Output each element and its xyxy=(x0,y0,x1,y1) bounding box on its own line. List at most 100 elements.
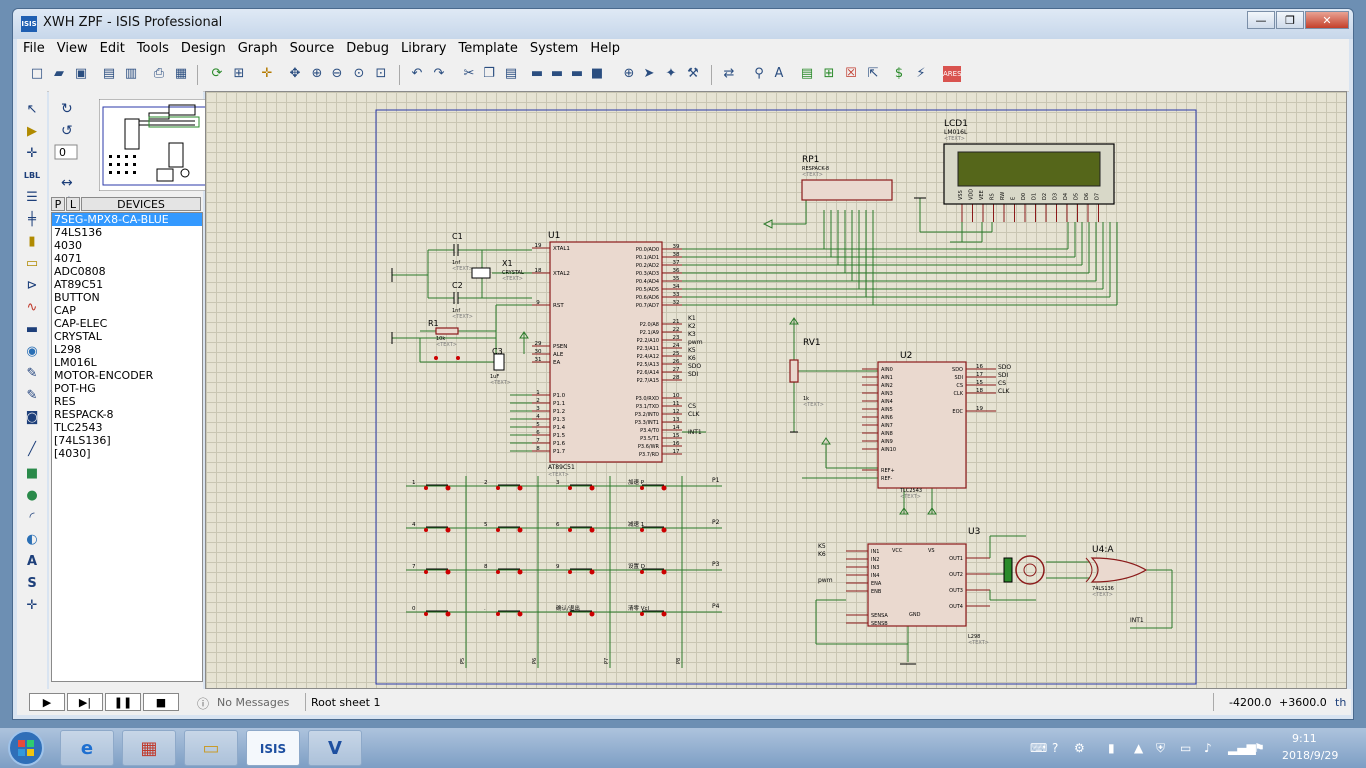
zoom-all-icon[interactable]: ⊙ xyxy=(353,66,365,81)
menu-file[interactable]: File xyxy=(23,41,45,56)
clock-date[interactable]: 2018/9/29 xyxy=(1282,749,1339,762)
close-button[interactable]: ✕ xyxy=(1305,11,1349,29)
winrar-icon[interactable]: ▦ xyxy=(122,730,176,766)
menu-tools[interactable]: Tools xyxy=(136,41,169,56)
virtual-instruments-icon[interactable]: ◙ xyxy=(25,410,39,425)
electrical-rule-check-icon[interactable]: ⚡ xyxy=(916,66,926,81)
new-sheet-icon[interactable]: ▤ xyxy=(800,66,814,81)
grid-toggle-icon[interactable]: ⊞ xyxy=(233,66,245,81)
marker-icon[interactable]: ✛ xyxy=(26,598,38,613)
zoom-area-icon[interactable]: ⊡ xyxy=(375,66,387,81)
device-item[interactable]: MOTOR-ENCODER xyxy=(54,369,154,382)
keil-uvision-icon[interactable]: V xyxy=(308,730,362,766)
menu-debug[interactable]: Debug xyxy=(346,41,390,56)
origin-icon[interactable]: ✛ xyxy=(261,66,273,81)
rotate-anticlockwise-icon[interactable]: ↺ xyxy=(61,123,73,139)
play-button[interactable]: ▶ xyxy=(29,693,65,711)
device-item[interactable]: LM016L xyxy=(54,356,97,369)
zoom-in-icon[interactable]: ⊕ xyxy=(311,66,323,81)
device-item[interactable]: CAP-ELEC xyxy=(54,317,108,330)
copy-icon[interactable]: ❐ xyxy=(483,66,495,81)
step-button[interactable]: ▶| xyxy=(67,693,103,711)
device-item[interactable]: L298 xyxy=(54,343,82,356)
pick-device-icon[interactable]: ⊕ xyxy=(623,66,635,81)
message-status[interactable]: No Messages xyxy=(217,696,290,709)
rotate-clockwise-icon[interactable]: ↻ xyxy=(61,101,73,117)
menu-design[interactable]: Design xyxy=(180,41,226,56)
device-item[interactable]: [74LS136] xyxy=(54,434,111,447)
menu-graph[interactable]: Graph xyxy=(237,41,278,56)
junction-dot-icon[interactable]: ✛ xyxy=(26,146,38,161)
stop-button[interactable]: ■ xyxy=(143,693,179,711)
device-item[interactable]: 74LS136 xyxy=(54,226,103,239)
bill-of-materials-icon[interactable]: $ xyxy=(894,66,904,81)
menu-library[interactable]: Library xyxy=(401,41,447,56)
block-copy-icon[interactable]: ▬ xyxy=(530,66,544,81)
device-item[interactable]: 4071 xyxy=(54,252,82,265)
save-icon[interactable]: ▣ xyxy=(74,66,88,81)
pause-button[interactable]: ❚❚ xyxy=(105,693,141,711)
usb-icon[interactable]: ▮ xyxy=(1108,741,1115,755)
current-probe-icon[interactable]: ✎ xyxy=(26,388,38,403)
keyboard-icon[interactable]: ⌨ xyxy=(1030,741,1047,755)
wire-autorouter-icon[interactable]: ⇄ xyxy=(723,66,735,81)
exit-to-parent-icon[interactable]: ⇱ xyxy=(867,66,879,81)
file-explorer-icon[interactable]: ▭ xyxy=(184,730,238,766)
import-section-icon[interactable]: ▤ xyxy=(102,66,116,81)
new-file-icon[interactable]: □ xyxy=(30,66,44,81)
pan-icon[interactable]: ✥ xyxy=(289,66,301,81)
path-icon[interactable]: ◐ xyxy=(26,532,38,547)
battery-icon[interactable]: ▭ xyxy=(1180,741,1191,755)
minimize-button[interactable]: — xyxy=(1247,11,1275,29)
subcircuit-icon[interactable]: ▮ xyxy=(28,234,36,249)
circle-icon[interactable]: ● xyxy=(26,488,38,503)
menu-edit[interactable]: Edit xyxy=(99,41,125,56)
menu-template[interactable]: Template xyxy=(458,41,518,56)
device-item[interactable]: RESPACK-8 xyxy=(54,408,114,421)
package-tool-icon[interactable]: ✦ xyxy=(665,66,677,81)
remove-sheet-icon[interactable]: ☒ xyxy=(845,66,857,81)
start-orb-icon[interactable] xyxy=(6,729,46,767)
block-delete-icon[interactable]: ■ xyxy=(590,66,604,81)
selection-mode-icon[interactable]: ↖ xyxy=(26,102,38,117)
graph-icon[interactable]: ∿ xyxy=(26,300,38,315)
component-mode-icon[interactable]: ▶ xyxy=(27,124,37,139)
line-icon[interactable]: ╱ xyxy=(28,442,36,457)
settings-icon[interactable]: ⚙ xyxy=(1074,741,1085,755)
menu-view[interactable]: View xyxy=(56,41,88,56)
undo-icon[interactable]: ↶ xyxy=(411,66,423,81)
cut-icon[interactable]: ✂ xyxy=(463,66,475,81)
internet-explorer-icon[interactable]: e xyxy=(60,730,114,766)
network-icon[interactable]: ▂▄▆ xyxy=(1227,741,1256,755)
help-icon[interactable]: ? xyxy=(1052,741,1058,755)
decompose-icon[interactable]: ⚒ xyxy=(687,66,699,81)
device-item[interactable]: CAP xyxy=(54,304,76,317)
redo-icon[interactable]: ↷ xyxy=(433,66,445,81)
show-hidden-icons-icon[interactable]: ▲ xyxy=(1134,741,1144,755)
open-folder-icon[interactable]: ▰ xyxy=(54,66,64,81)
device-item[interactable]: BUTTON xyxy=(54,291,100,304)
device-item[interactable]: 4030 xyxy=(54,239,82,252)
print-icon[interactable]: ⎙ xyxy=(153,66,165,81)
isis-taskbar-icon[interactable]: ISIS xyxy=(246,730,300,766)
pick-devices-button[interactable]: P xyxy=(51,197,65,211)
block-move-icon[interactable]: ▬ xyxy=(550,66,564,81)
box-icon[interactable]: ■ xyxy=(25,466,39,481)
action-center-icon[interactable]: ⚑ xyxy=(1254,741,1265,755)
device-item[interactable]: RES xyxy=(54,395,76,408)
terminals-icon[interactable]: ▭ xyxy=(25,256,39,271)
zoom-out-icon[interactable]: ⊖ xyxy=(331,66,343,81)
text-script-icon[interactable]: ☰ xyxy=(26,190,38,205)
print-area-icon[interactable]: ▦ xyxy=(174,66,188,81)
security-shield-icon[interactable]: ⛨ xyxy=(1156,741,1165,755)
device-item[interactable]: POT-HG xyxy=(54,382,96,395)
device-item[interactable]: [4030] xyxy=(54,447,91,460)
export-section-icon[interactable]: ▥ xyxy=(124,66,138,81)
paste-icon[interactable]: ▤ xyxy=(504,66,518,81)
bus-icon[interactable]: ╪ xyxy=(28,212,36,227)
netlist-ares-icon[interactable]: ARES xyxy=(943,66,962,82)
voltage-probe-icon[interactable]: ✎ xyxy=(26,366,38,381)
maximize-button[interactable]: ❐ xyxy=(1276,11,1304,29)
